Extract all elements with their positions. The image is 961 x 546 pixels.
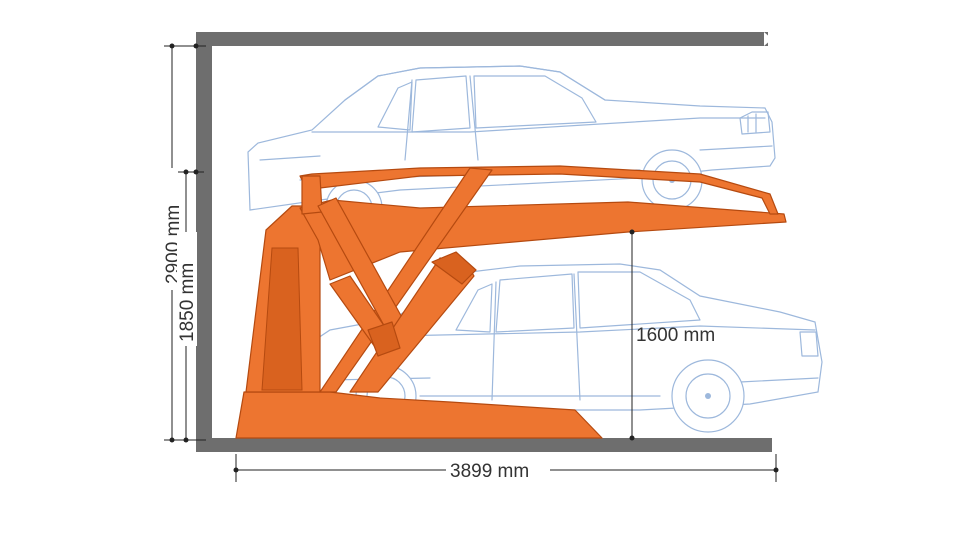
upper-car-beltline <box>311 117 766 133</box>
lower-car-front-wheel-center <box>705 393 711 399</box>
lower-car-window-front <box>577 271 701 329</box>
lift-diagonal-arm-long <box>319 167 493 393</box>
garage-walls <box>196 32 772 452</box>
lower-car-front-wheel-hub <box>685 373 731 419</box>
lift-pivot <box>367 321 401 357</box>
lower-car-window-rear <box>455 283 493 333</box>
length-label: 3899 mm <box>450 461 529 482</box>
lower-car-beltline <box>394 325 816 337</box>
lower-car-headlight <box>799 331 819 357</box>
lift-top-arch <box>299 165 779 215</box>
parking-lift <box>235 165 787 439</box>
dimension-length: 3899 mm <box>233 454 779 482</box>
upper-car-window-middle <box>411 75 471 133</box>
lower-car-door-line <box>491 273 581 401</box>
clearance-label: 1600 mm <box>636 325 715 346</box>
dimension-clearance: 1600 mm <box>629 229 715 441</box>
lift-hydraulic-head <box>431 251 477 285</box>
lift-platform <box>299 199 787 281</box>
upper-car-door-line <box>404 75 479 161</box>
left-wall <box>196 32 212 450</box>
upper-car-headlight <box>739 111 771 135</box>
lower-car-window-middle <box>495 273 575 333</box>
upper-car-window-front <box>473 75 597 129</box>
ceiling-break <box>764 32 772 46</box>
ceiling-wall <box>196 32 768 46</box>
floor-wall <box>196 438 772 452</box>
upper-height-label: 1850 mm <box>177 263 198 342</box>
upper-car-roofline <box>344 65 606 101</box>
dimension-upper-height: 1850 mm <box>177 169 204 443</box>
lift-column-slot <box>261 247 303 391</box>
